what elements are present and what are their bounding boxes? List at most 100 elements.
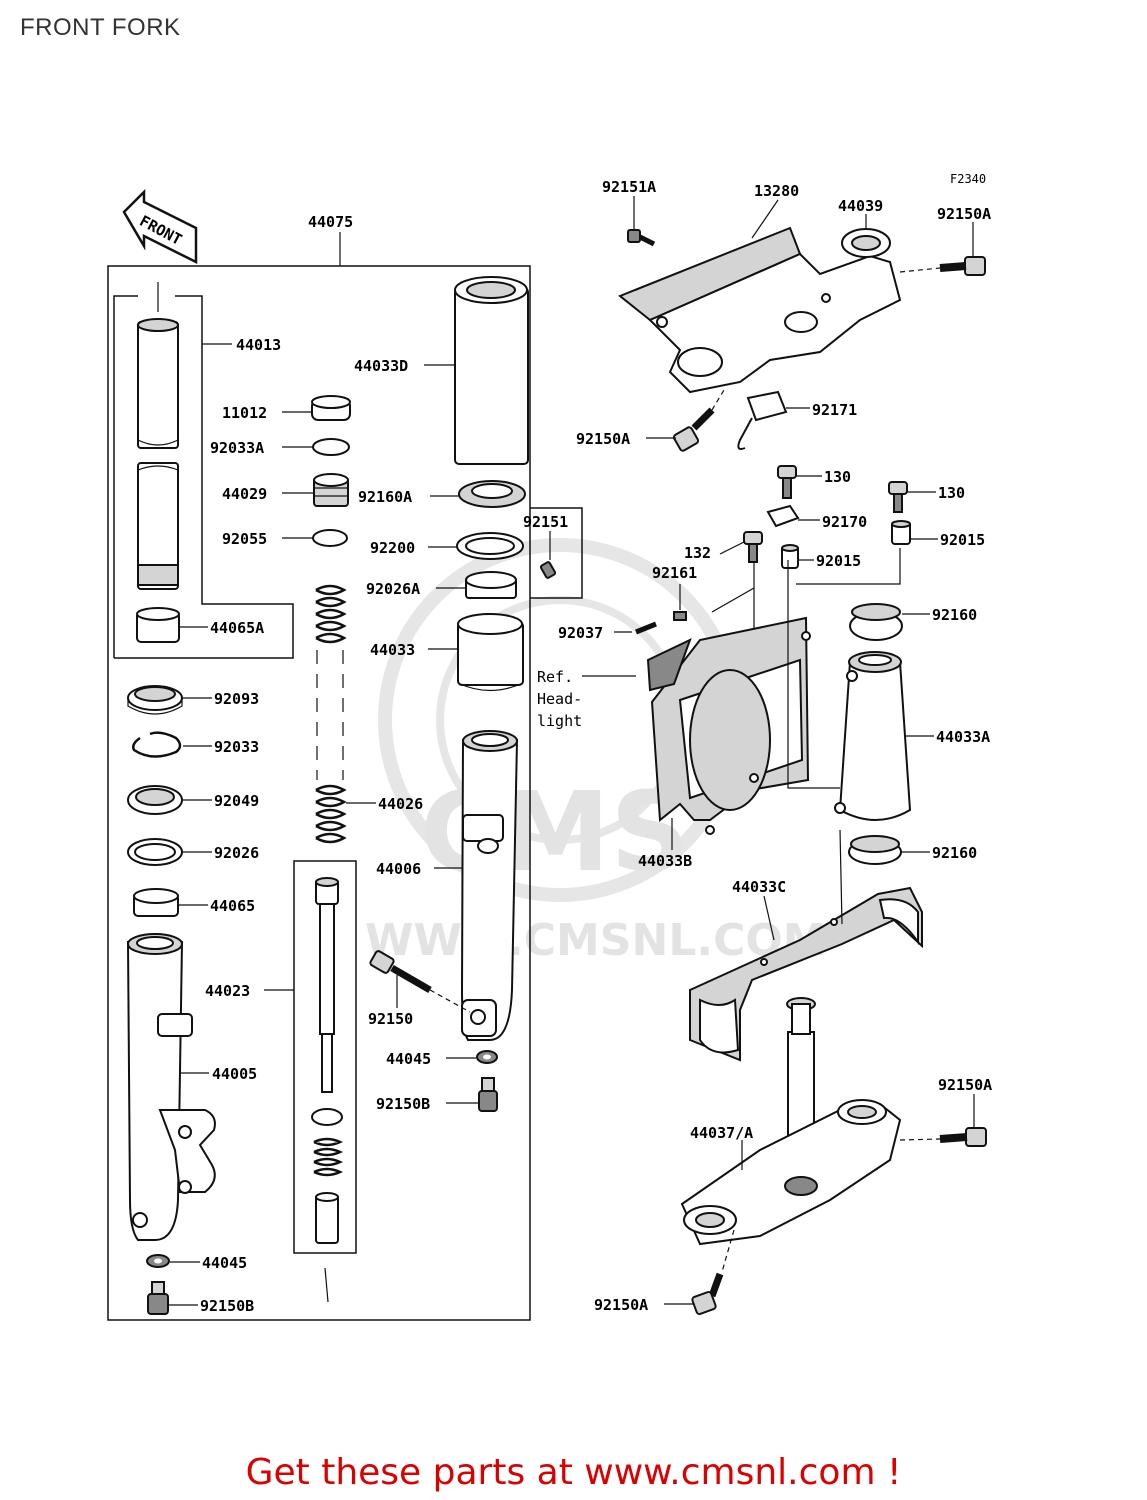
label-92150A-middle-right: 92150A bbox=[938, 1076, 992, 1094]
label-92151A: 92151A bbox=[602, 178, 656, 196]
label-11012: 11012 bbox=[222, 404, 267, 422]
label-92150B-right: 92150B bbox=[376, 1095, 430, 1113]
part-92049: 92049 bbox=[127, 785, 259, 815]
watermark-logo: CMS bbox=[420, 768, 689, 896]
part-44033: 44033 bbox=[370, 613, 524, 692]
label-92093: 92093 bbox=[214, 690, 259, 708]
label-92055: 92055 bbox=[222, 530, 267, 548]
part-44065: 44065 bbox=[133, 888, 255, 917]
part-92015-a: 92015 bbox=[781, 544, 861, 570]
label-44005: 44005 bbox=[212, 1065, 257, 1083]
label-44037A: 44037/A bbox=[690, 1124, 753, 1142]
label-92151: 92151 bbox=[523, 513, 568, 531]
label-92033A: 92033A bbox=[210, 439, 264, 457]
watermark-text: WWW.CMSNL.COM bbox=[365, 915, 827, 966]
label-92150B-left: 92150B bbox=[200, 1297, 254, 1315]
label-92033: 92033 bbox=[214, 738, 259, 756]
part-92026A: 92026A bbox=[366, 571, 517, 599]
label-92150A-bottom: 92150A bbox=[594, 1296, 648, 1314]
part-92151: 92151 bbox=[523, 507, 583, 599]
ref-headlight-line2: Head- bbox=[537, 690, 582, 708]
label-130-b: 130 bbox=[938, 484, 965, 502]
label-92026: 92026 bbox=[214, 844, 259, 862]
part-44033A: 44033A bbox=[834, 651, 990, 821]
part-44065A: 44065A bbox=[136, 607, 264, 643]
label-92150A-top-right: 92150A bbox=[937, 205, 991, 223]
label-44029: 44029 bbox=[222, 485, 267, 503]
part-92151A: 92151A bbox=[602, 178, 656, 247]
part-92055: 92055 bbox=[222, 529, 348, 548]
subassembly-44013: 44013 bbox=[113, 282, 294, 659]
label-44033A: 44033A bbox=[936, 728, 990, 746]
front-arrow-icon: FRONT bbox=[122, 188, 198, 265]
part-130-a: 130 bbox=[777, 465, 851, 499]
label-44026: 44026 bbox=[378, 795, 423, 813]
label-44045-right: 44045 bbox=[386, 1050, 431, 1068]
label-44033C: 44033C bbox=[732, 878, 786, 896]
label-92160-top: 92160 bbox=[932, 606, 977, 624]
label-92160A: 92160A bbox=[358, 488, 412, 506]
label-44075: 44075 bbox=[308, 213, 353, 231]
figure-code: F2340 bbox=[950, 172, 986, 186]
footer-link[interactable]: Get these parts at www.cmsnl.com ! bbox=[245, 1452, 902, 1493]
part-92170: 92170 bbox=[766, 504, 867, 531]
label-92015-b: 92015 bbox=[940, 531, 985, 549]
label-44013: 44013 bbox=[236, 336, 281, 354]
label-92015-a: 92015 bbox=[816, 552, 861, 570]
part-92150A-bottom: 92150A bbox=[594, 1229, 735, 1316]
label-92049: 92049 bbox=[214, 792, 259, 810]
part-92037: 92037 bbox=[558, 621, 657, 642]
part-44033C: 44033C bbox=[689, 829, 923, 1062]
part-44045-right: 44045 bbox=[386, 1050, 498, 1068]
part-44037A: 44037/A bbox=[680, 997, 902, 1246]
part-92160-bottom: 92160 bbox=[848, 835, 977, 865]
part-92150A-top-right: 92150A bbox=[899, 205, 991, 276]
label-92026A: 92026A bbox=[366, 580, 420, 598]
label-44033B: 44033B bbox=[638, 852, 692, 870]
label-44033D: 44033D bbox=[354, 357, 408, 375]
part-44039-upper-bracket: 13280 44039 bbox=[618, 182, 902, 394]
label-130-a: 130 bbox=[824, 468, 851, 486]
label-13280: 13280 bbox=[754, 182, 799, 200]
assembly-44075: 44075 bbox=[107, 213, 531, 1321]
part-92026: 92026 bbox=[127, 838, 259, 866]
part-92161: 92161 bbox=[652, 564, 697, 621]
page-title: FRONT FORK bbox=[20, 14, 181, 41]
label-92171: 92171 bbox=[812, 401, 857, 419]
part-92150A-top-left: 92150A bbox=[576, 389, 725, 452]
part-92160A: 92160A bbox=[358, 480, 526, 508]
part-92171: 92171 bbox=[737, 390, 857, 450]
part-44033D: 44033D bbox=[354, 276, 529, 465]
label-92150: 92150 bbox=[368, 1010, 413, 1028]
label-44023: 44023 bbox=[205, 982, 250, 1000]
ref-headlight-line1: Ref. bbox=[537, 668, 573, 686]
part-44033B: 44033B bbox=[638, 548, 901, 870]
part-92150A-middle-right: 92150A bbox=[899, 1076, 992, 1147]
part-92150B-left: 92150B bbox=[147, 1281, 254, 1315]
label-92161: 92161 bbox=[652, 564, 697, 582]
label-92037: 92037 bbox=[558, 624, 603, 642]
part-92200: 92200 bbox=[370, 532, 524, 560]
part-44005: 44005 bbox=[126, 933, 257, 1241]
part-44029: 44029 bbox=[222, 473, 349, 507]
part-44023: 44023 bbox=[205, 860, 357, 1303]
part-92150B-right: 92150B bbox=[376, 1077, 498, 1113]
part-92033: 92033 bbox=[132, 731, 259, 758]
label-92170: 92170 bbox=[822, 513, 867, 531]
part-92150: 92150 bbox=[368, 950, 471, 1028]
label-44006: 44006 bbox=[376, 860, 421, 878]
label-44065: 44065 bbox=[210, 897, 255, 915]
part-132: 132 bbox=[684, 531, 763, 720]
part-11012: 11012 bbox=[222, 395, 351, 422]
label-92200: 92200 bbox=[370, 539, 415, 557]
label-92160-bottom: 92160 bbox=[932, 844, 977, 862]
label-92150A-top-left: 92150A bbox=[576, 430, 630, 448]
part-92160-top: 92160 bbox=[849, 603, 977, 641]
part-44045-left: 44045 bbox=[146, 1254, 247, 1272]
ref-headlight-note: Ref. Head- light bbox=[537, 668, 636, 730]
label-132: 132 bbox=[684, 544, 711, 562]
label-44045-left: 44045 bbox=[202, 1254, 247, 1272]
part-130-b: 130 bbox=[888, 481, 965, 513]
part-92033A: 92033A bbox=[210, 438, 350, 457]
